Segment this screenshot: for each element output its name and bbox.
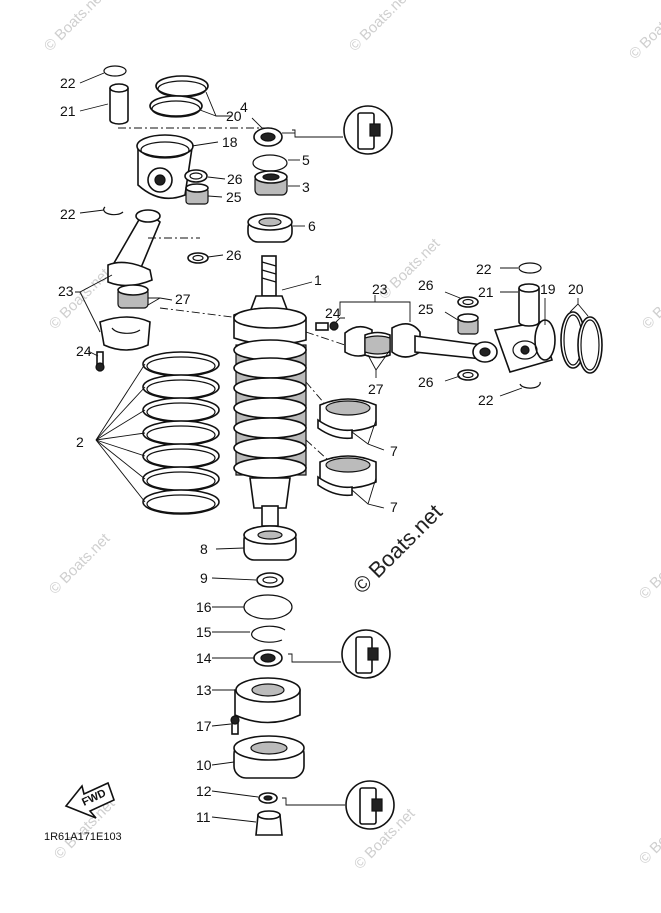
callout-3: 3 [302,179,310,195]
o-ring-16 [243,594,293,620]
callout-1: 1 [314,272,322,288]
clip-22-right-top [518,262,542,274]
callout-22: 22 [60,206,76,222]
callout-13: 13 [196,682,212,698]
piston-pin-21 [109,88,129,125]
callout-21: 21 [60,103,76,119]
callout-22: 22 [60,75,76,91]
callout-21: 21 [478,284,494,300]
o-ring-5 [252,154,288,172]
callout-22: 22 [476,261,492,277]
washer-26-right-top [457,296,479,308]
piston-ring-20d [577,316,603,374]
callout-17: 17 [196,718,212,734]
watermark-text: © Boats.net [636,535,661,603]
washer-9 [256,572,284,588]
callout-6: 6 [308,218,316,234]
callout-20: 20 [226,108,242,124]
sealant-tube-icon [292,105,393,155]
callout-26: 26 [226,247,242,263]
callout-19: 19 [540,281,556,297]
crank-bearings-7 [317,398,385,509]
watermark-text: © Boats.net [346,0,414,55]
callout-23: 23 [372,281,388,297]
sealant-tube-icon-mid [288,629,391,679]
callout-26: 26 [227,171,243,187]
watermark-text: © Boats.net [46,530,114,598]
leaders-right [335,267,589,397]
clip-22 [103,206,124,216]
washer-26-top [184,169,208,183]
crank-top-stack [247,117,305,243]
callout-15: 15 [196,624,212,640]
callout-11: 11 [196,809,211,825]
callout-25: 25 [418,301,434,317]
crankshaft-1 [233,255,346,527]
connecting-rod-right [315,262,603,389]
callout-24: 24 [325,305,341,321]
ring-stack-2 [95,351,220,515]
washer-26-lower [187,252,209,264]
callout-20: 20 [568,281,584,297]
callout-10: 10 [196,757,212,773]
callout-14: 14 [196,650,212,666]
circlip-15 [251,625,286,643]
watermark-text: © Boats.net [639,265,661,333]
callout-labels: 22 21 20 4 18 5 26 3 25 22 6 26 1 23 27 … [58,75,584,825]
clip-22-top [103,65,127,77]
callout-18: 18 [222,134,238,150]
piston-ring-20b [149,95,203,117]
leaders-left [75,72,265,357]
callout-26: 26 [418,277,434,293]
callout-2: 2 [76,434,84,450]
callout-27: 27 [368,381,384,397]
callout-5: 5 [302,152,310,168]
callout-7: 7 [390,443,398,459]
piston-ring-20a [155,75,209,97]
callout-22: 22 [478,392,494,408]
callout-8: 8 [200,541,208,557]
piston-assembly-left [95,65,209,372]
callout-4: 4 [240,99,248,115]
watermark-text: © Boats.net [636,800,661,868]
sealant-tube-icon-bottom [282,780,395,830]
watermark-text: © Boats.net [626,0,661,63]
callout-9: 9 [200,570,208,586]
callout-26: 26 [418,374,434,390]
clip-22-right-bottom [519,381,541,389]
rod-bolt-24-right [315,322,329,331]
piston-pin-21-right [518,288,540,327]
callout-25: 25 [226,189,242,205]
callout-7: 7 [390,499,398,515]
washer-26-right-bottom [457,369,479,381]
fwd-arrow: FWD [64,781,115,819]
callout-12: 12 [196,783,212,799]
callout-27: 27 [175,291,191,307]
callout-16: 16 [196,599,212,615]
callout-24: 24 [76,343,92,359]
crank-bottom-stack [211,525,305,836]
watermark-text: © Boats.net [41,0,109,55]
diagram-code: 1R61A171E103 [44,831,122,843]
callout-23: 23 [58,283,74,299]
